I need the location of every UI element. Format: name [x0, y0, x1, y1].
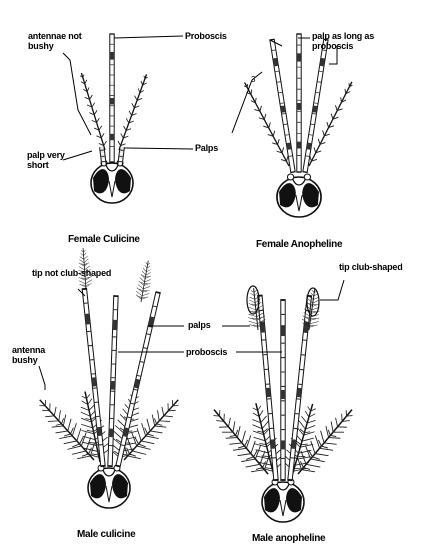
tip-club-shaped-label: tip club-shaped [339, 262, 403, 272]
palps-shared-label: palps [188, 320, 211, 330]
antennae-not-bushy-label: antennae not bushy [28, 31, 82, 51]
male-anopheline-drawing [204, 280, 361, 522]
palps-label: Palps [195, 143, 218, 153]
palp-very-short-label: palp very short [27, 150, 65, 170]
female-anopheline-caption: Female Anopheline [256, 239, 342, 250]
female-culicine-drawing [63, 34, 193, 203]
proboscis-label: Proboscis [185, 31, 227, 41]
proboscis-shared-label: proboscis [186, 347, 227, 357]
antenna-bushy-label: antenna bushy [12, 345, 45, 365]
male-culicine-drawing [30, 248, 187, 508]
palp-as-long-as-proboscis-label: palp as long as proboscis [312, 31, 374, 51]
female-culicine-caption: Female Culicine [68, 234, 140, 245]
male-culicine-caption: Male culicine [77, 529, 135, 540]
female-anopheline-drawing: 3 [232, 34, 355, 217]
svg-text:3: 3 [251, 75, 256, 84]
male-anopheline-caption: Male anopheline [252, 533, 325, 544]
tip-not-club-shaped-label: tip not club-shaped [32, 268, 111, 278]
